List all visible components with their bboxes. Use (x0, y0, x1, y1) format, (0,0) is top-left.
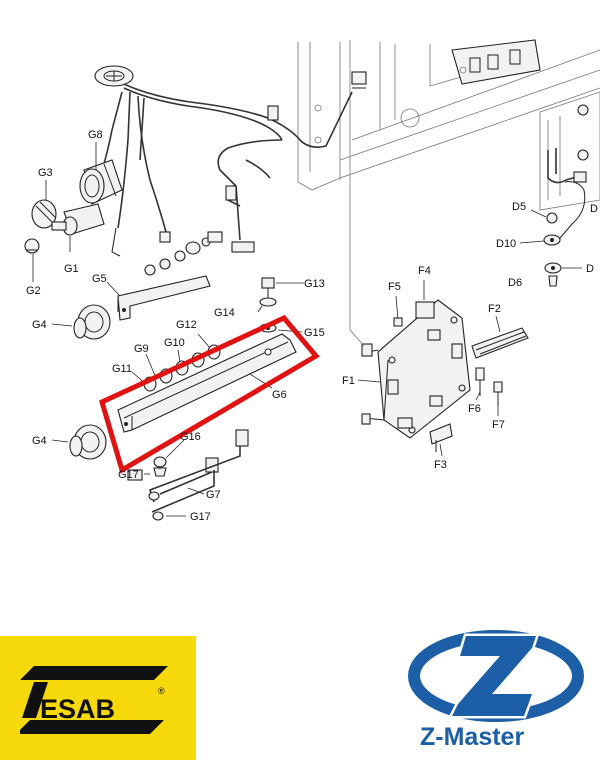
callout-g9: G9 (134, 343, 149, 355)
callout-g11: G11 (112, 363, 132, 375)
callout-g1: G1 (64, 263, 79, 275)
right-bracket-assembly (519, 91, 600, 287)
callout-g17-left: G17 (118, 469, 139, 481)
callout-g17-bottom: G17 (190, 511, 211, 523)
g7-cable (127, 429, 249, 521)
esab-logo-mark (20, 666, 168, 734)
esab-registered-mark: ® (158, 686, 165, 696)
esab-wordmark: ESAB (40, 694, 116, 724)
g4-pulley-bottom (51, 424, 107, 460)
f1-circuit-board (349, 280, 471, 439)
callout-g14: G14 (214, 307, 235, 319)
g6-rail (117, 333, 297, 433)
g13-g15-screw-stack (257, 277, 304, 333)
callout-d5: D5 (512, 201, 526, 213)
callout-d6: D6 (508, 277, 522, 289)
callout-f1: F1 (342, 375, 355, 387)
callout-f2: F2 (488, 303, 501, 315)
g1-g2-g3-controls (24, 180, 105, 282)
callout-d-right-top: D (590, 203, 598, 215)
callout-g8: G8 (88, 129, 103, 141)
zmaster-wordmark: Z-Master (420, 723, 525, 751)
wiring-harness (94, 65, 353, 257)
callout-g4-top: G4 (32, 319, 47, 331)
callout-f4: F4 (418, 265, 431, 277)
callout-g16: G16 (180, 431, 201, 443)
callout-g4-bottom: G4 (32, 435, 47, 447)
callout-f7: F7 (492, 419, 505, 431)
g4-pulley-top (51, 304, 111, 340)
callout-g15: G15 (304, 327, 325, 339)
callout-g7: G7 (206, 489, 221, 501)
callout-g6: G6 (272, 389, 287, 401)
callout-d10: D10 (496, 238, 516, 250)
callout-f5: F5 (388, 281, 401, 293)
g8-connector (79, 142, 123, 205)
f3-ribbon-cable (429, 423, 453, 457)
zmaster-logo-mark (408, 630, 584, 722)
callout-g12: G12 (176, 319, 197, 331)
callout-d-right-bottom: D (586, 263, 594, 275)
callout-g5: G5 (92, 273, 107, 285)
callout-g3: G3 (38, 167, 53, 179)
callout-g2: G2 (26, 285, 41, 297)
f6-f7-standoffs (475, 367, 503, 416)
callout-f6: F6 (468, 403, 481, 415)
g5-bracket (106, 231, 223, 321)
machine-frame (297, 39, 600, 330)
callout-f3: F3 (434, 459, 447, 471)
f2-ribbon-cable (471, 315, 529, 359)
callout-g13: G13 (304, 278, 325, 290)
highlight-frame (98, 314, 320, 474)
callout-labels: G8 G3 G1 G2 G5 G4 G4 G12 G10 G9 G11 G6 G… (26, 129, 598, 523)
esab-logo: ESAB ® (0, 636, 196, 760)
callout-g10: G10 (164, 337, 185, 349)
